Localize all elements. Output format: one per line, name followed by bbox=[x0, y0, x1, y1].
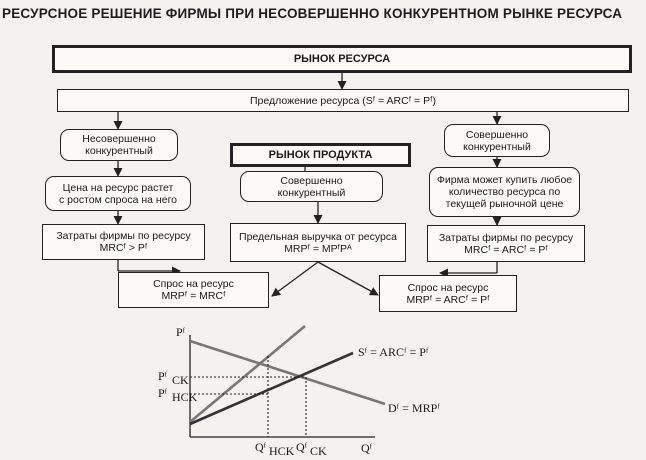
price-rises-box: Цена на ресурс растет с ростом спроса на… bbox=[45, 176, 191, 211]
q-ck-sub: CK bbox=[310, 444, 327, 458]
supply-label: Sᶠ = ARCᶠ = Pᶠ bbox=[358, 345, 429, 359]
resource-market-label: РЫНОК РЕСУРСА bbox=[293, 53, 391, 65]
demand-left-line-2: MRPᶠ = MRCᶠ bbox=[161, 290, 226, 302]
costs-left-line-2: MRCᶠ > Pᶠ bbox=[99, 242, 148, 254]
demand-left-line-1: Спрос на ресурс bbox=[153, 278, 234, 290]
page-title: РЕСУРСНОЕ РЕШЕНИЕ ФИРМЫ ПРИ НЕСОВЕРШЕННО… bbox=[2, 6, 623, 21]
costs-right-line-1: Затраты фирмы по ресурсу bbox=[438, 231, 574, 244]
firm-can-buy-line-2: количество ресурса по bbox=[448, 186, 561, 198]
costs-right-box: Затраты фирмы по ресурсу MRCᶠ = ARCᶠ = P… bbox=[427, 225, 585, 262]
q-nck-sub: HCK bbox=[269, 444, 295, 458]
supply-curve bbox=[189, 351, 354, 426]
demand-curve bbox=[189, 339, 386, 406]
demand-label: Dᶠ = MRPᶠ bbox=[388, 401, 440, 415]
imperfect-line-2: конкурентный bbox=[85, 145, 153, 157]
mrc-curve bbox=[189, 325, 306, 423]
y-axis-label: Pᶠ bbox=[176, 325, 186, 339]
perfect-product-line-2: конкурентный bbox=[277, 186, 346, 199]
firm-can-buy-line-3: текущей рыночной цене bbox=[445, 198, 564, 210]
q-nck-label: Qᶠ bbox=[255, 440, 267, 454]
perfect-resource-line-2: конкурентный bbox=[463, 140, 531, 153]
mrp-line-2: MRPᶠ = MPᶠPᴬ bbox=[284, 242, 352, 255]
imperfect-box: Несовершенно конкурентный bbox=[60, 129, 178, 161]
product-market-label: РЫНОК ПРОДУКТА bbox=[268, 149, 373, 161]
mrp-box: Предельная выручка от ресурса MRPᶠ = MPᶠ… bbox=[230, 223, 406, 262]
costs-left-box: Затраты фирмы по ресурсу MRCᶠ > Pᶠ bbox=[42, 224, 205, 260]
p-ck-sub: CK bbox=[172, 373, 189, 387]
firm-can-buy-box: Фирма может купить любое количество ресу… bbox=[429, 167, 580, 217]
arrow-mrp-to-demand-left bbox=[271, 261, 319, 297]
costs-right-line-2: MRCᶠ = ARCᶠ = Pᶠ bbox=[464, 243, 548, 256]
product-market-box: РЫНОК ПРОДУКТА bbox=[230, 143, 411, 167]
resource-market-box: РЫНОК РЕСУРСА bbox=[52, 45, 632, 73]
mrp-line-1: Предельная выручка от ресурса bbox=[239, 230, 397, 243]
price-rises-line-1: Цена на ресурс растет bbox=[62, 181, 174, 194]
q-ck-label: Qᶠ bbox=[296, 440, 308, 454]
p-ck-label: Pᶠ bbox=[158, 369, 168, 383]
perfect-resource-line-1: Совершенно bbox=[465, 128, 529, 141]
demand-right-line-1: Спрос на ресурс bbox=[407, 281, 489, 294]
costs-left-line-1: Затраты фирмы по ресурсу bbox=[56, 230, 191, 242]
demand-right-line-2: MRPᶠ = ARCᶠ = Pᶠ bbox=[406, 293, 490, 306]
x-axis-label: Qᶠ bbox=[361, 441, 373, 455]
p-nck-label: Pᶠ bbox=[158, 386, 168, 400]
firm-can-buy-line-1: Фирма может купить любое bbox=[436, 174, 573, 186]
supply-label-text: Предложение ресурса (Sᶠ = ARCᶠ = Pᶠ) bbox=[249, 94, 437, 107]
p-nck-sub: HCK bbox=[172, 390, 198, 404]
perfect-product-line-1: Совершенно bbox=[280, 174, 343, 187]
perfect-resource-box: Совершенно конкурентный bbox=[444, 124, 550, 157]
arrow-mrp-to-demand-right bbox=[317, 261, 379, 296]
supply-box: Предложение ресурса (Sᶠ = ARCᶠ = Pᶠ) bbox=[57, 89, 629, 112]
demand-right-box: Спрос на ресурс MRPᶠ = ARCᶠ = Pᶠ bbox=[379, 275, 517, 312]
imperfect-line-1: Несовершенно bbox=[82, 133, 156, 145]
price-rises-line-2: с ростом спроса на него bbox=[58, 193, 178, 206]
perfect-product-box: Совершенно конкурентный bbox=[240, 171, 383, 202]
demand-left-box: Спрос на ресурс MRPᶠ = MRCᶠ bbox=[118, 272, 269, 308]
